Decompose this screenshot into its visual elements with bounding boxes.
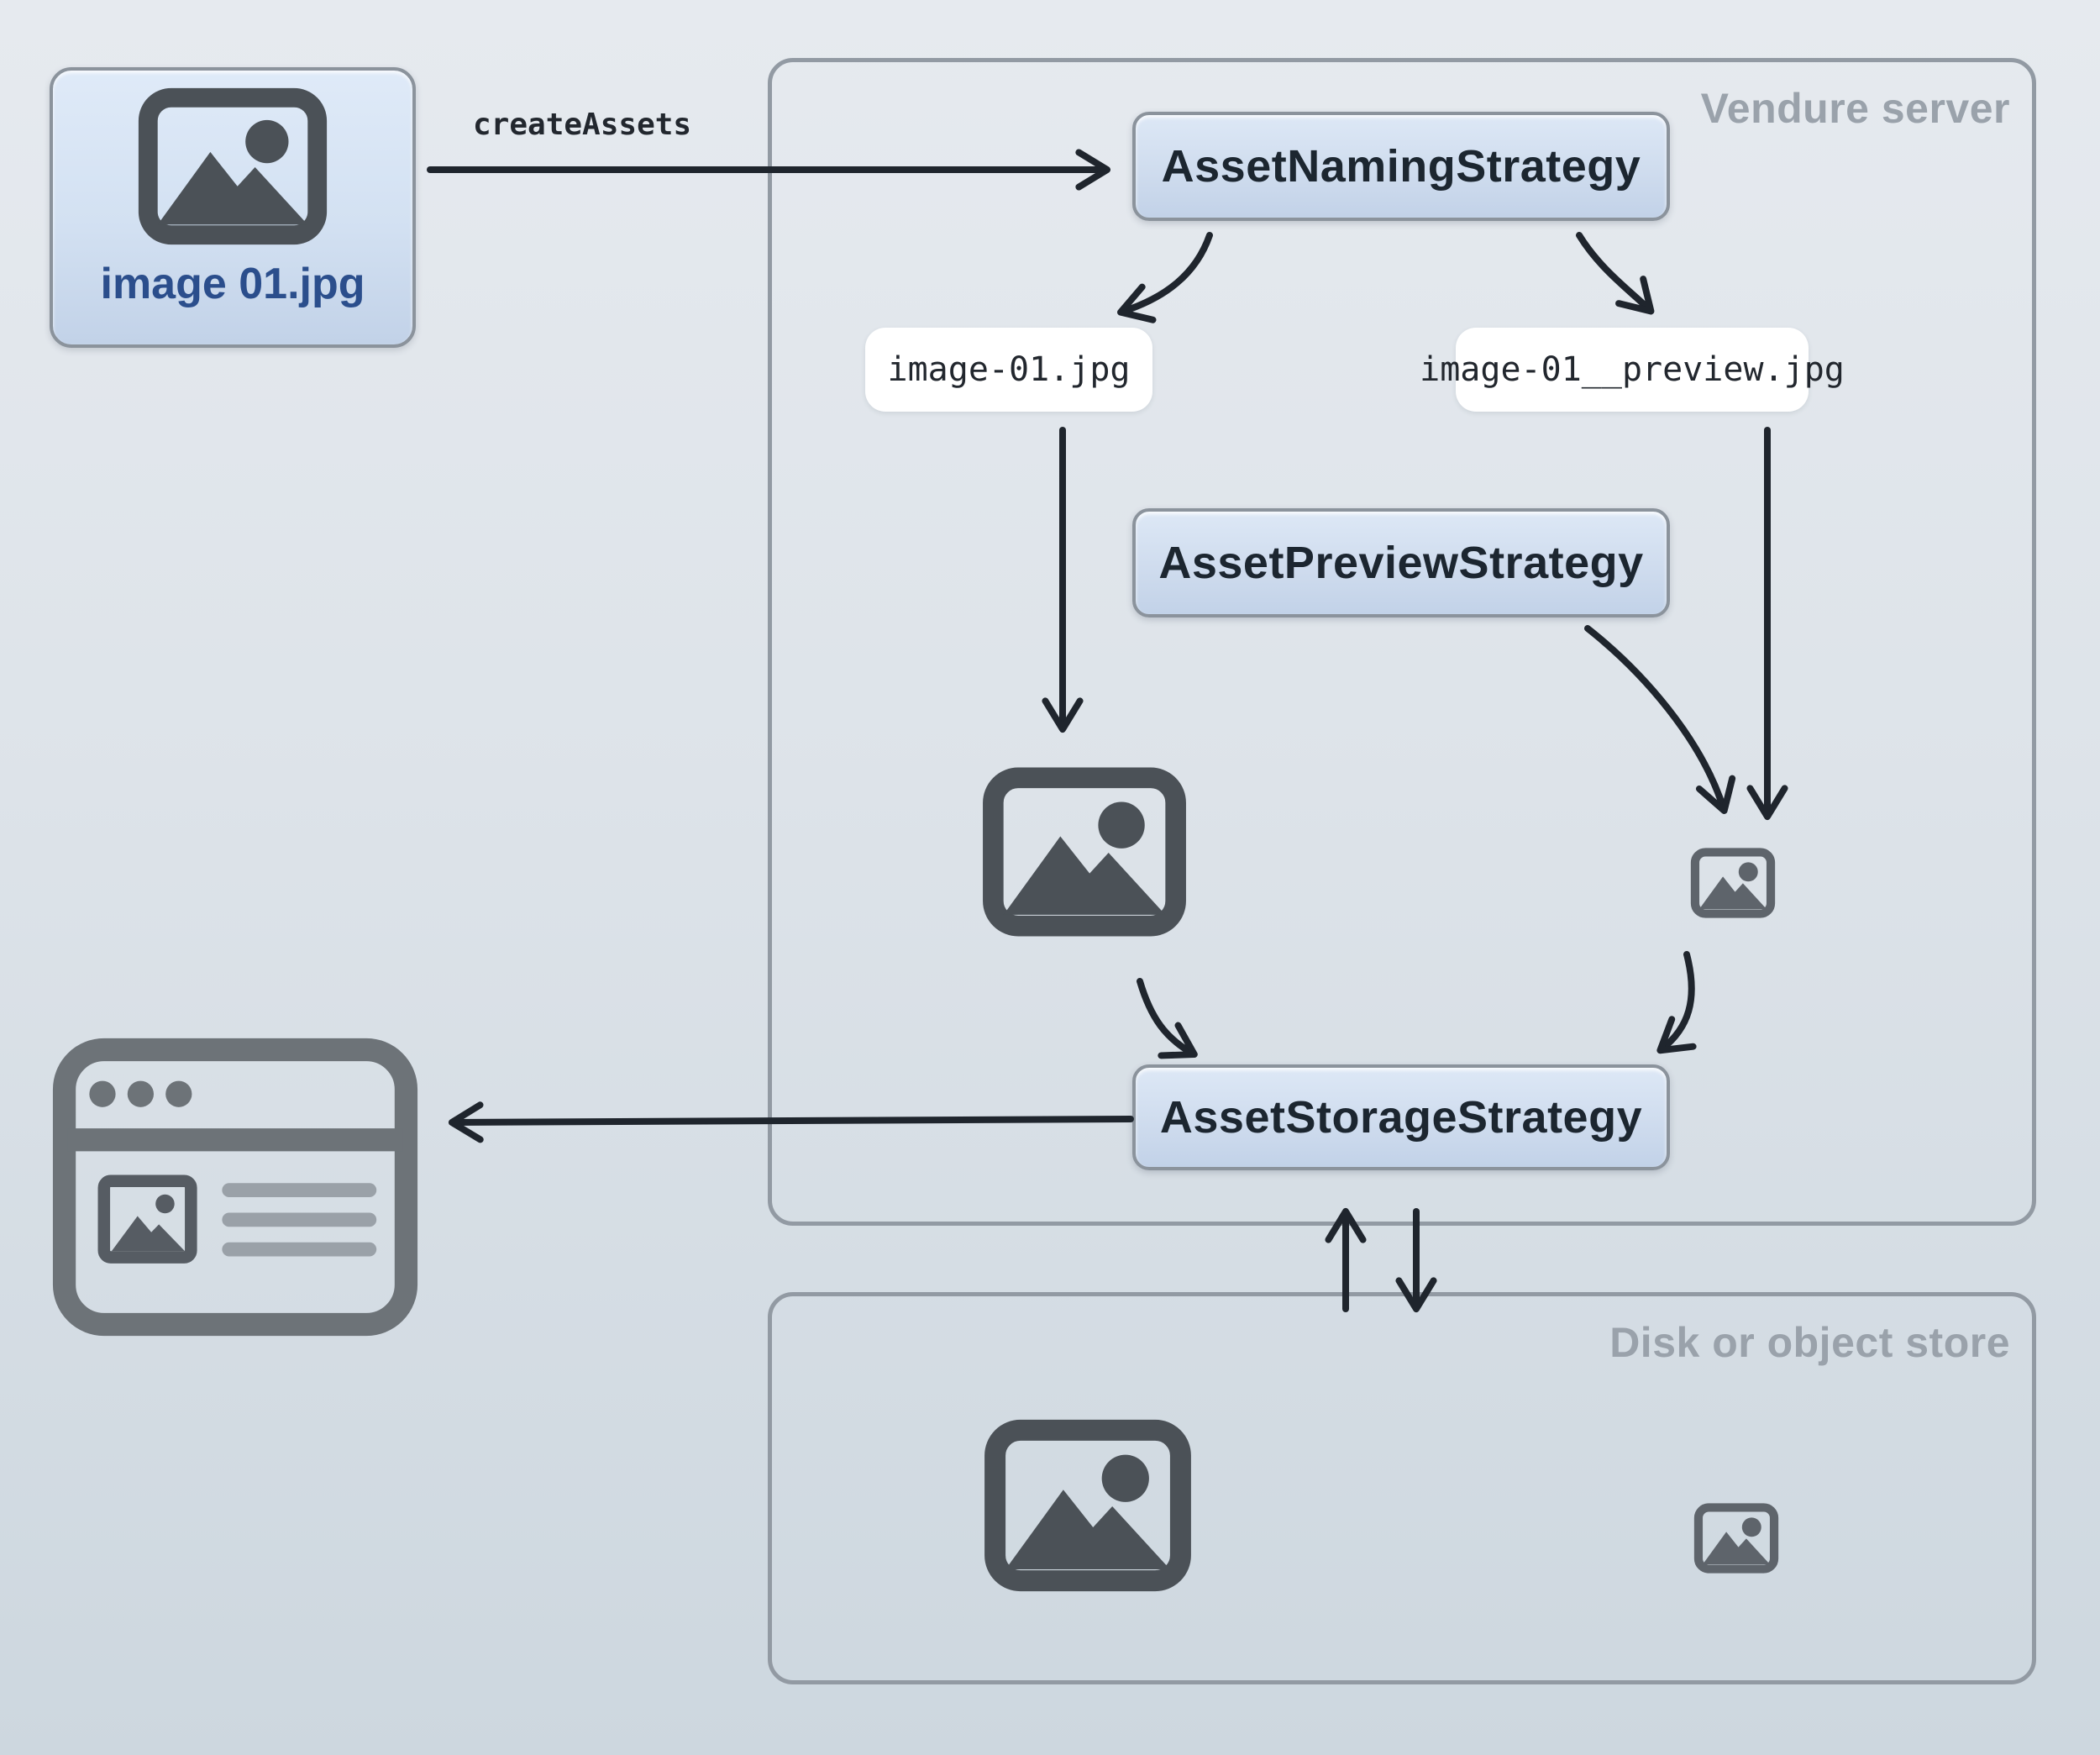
original-image-icon [981, 765, 1188, 939]
browser-window-icon [52, 1038, 418, 1337]
image-icon [137, 86, 328, 247]
disk-store-title: Disk or object store [1609, 1319, 2010, 1366]
source-image-node: image 01.jpg [50, 67, 416, 348]
vendure-server-container: Vendure server [768, 58, 2036, 1226]
asset-naming-strategy-box: AssetNamingStrategy [1132, 112, 1670, 221]
asset-storage-strategy-box: AssetStorageStrategy [1132, 1064, 1670, 1170]
disk-store-container: Disk or object store [768, 1292, 2036, 1684]
preview-filename-text: image-01__preview.jpg [1420, 350, 1845, 389]
asset-naming-strategy-label: AssetNamingStrategy [1161, 141, 1641, 192]
stored-preview-image-icon [1693, 1500, 1779, 1576]
create-assets-label: createAssets [473, 108, 692, 142]
asset-preview-strategy-label: AssetPreviewStrategy [1158, 538, 1644, 588]
asset-storage-strategy-label: AssetStorageStrategy [1159, 1092, 1643, 1143]
preview-filename-pill: image-01__preview.jpg [1420, 328, 1845, 412]
original-filename-pill: image-01.jpg [865, 328, 1152, 412]
preview-image-icon [1690, 845, 1776, 921]
original-filename-text: image-01.jpg [887, 350, 1131, 389]
source-file-label: image 01.jpg [100, 260, 365, 308]
asset-preview-strategy-box: AssetPreviewStrategy [1132, 508, 1670, 617]
vendure-server-title: Vendure server [1700, 85, 2010, 132]
stored-original-image-icon [983, 1416, 1193, 1595]
